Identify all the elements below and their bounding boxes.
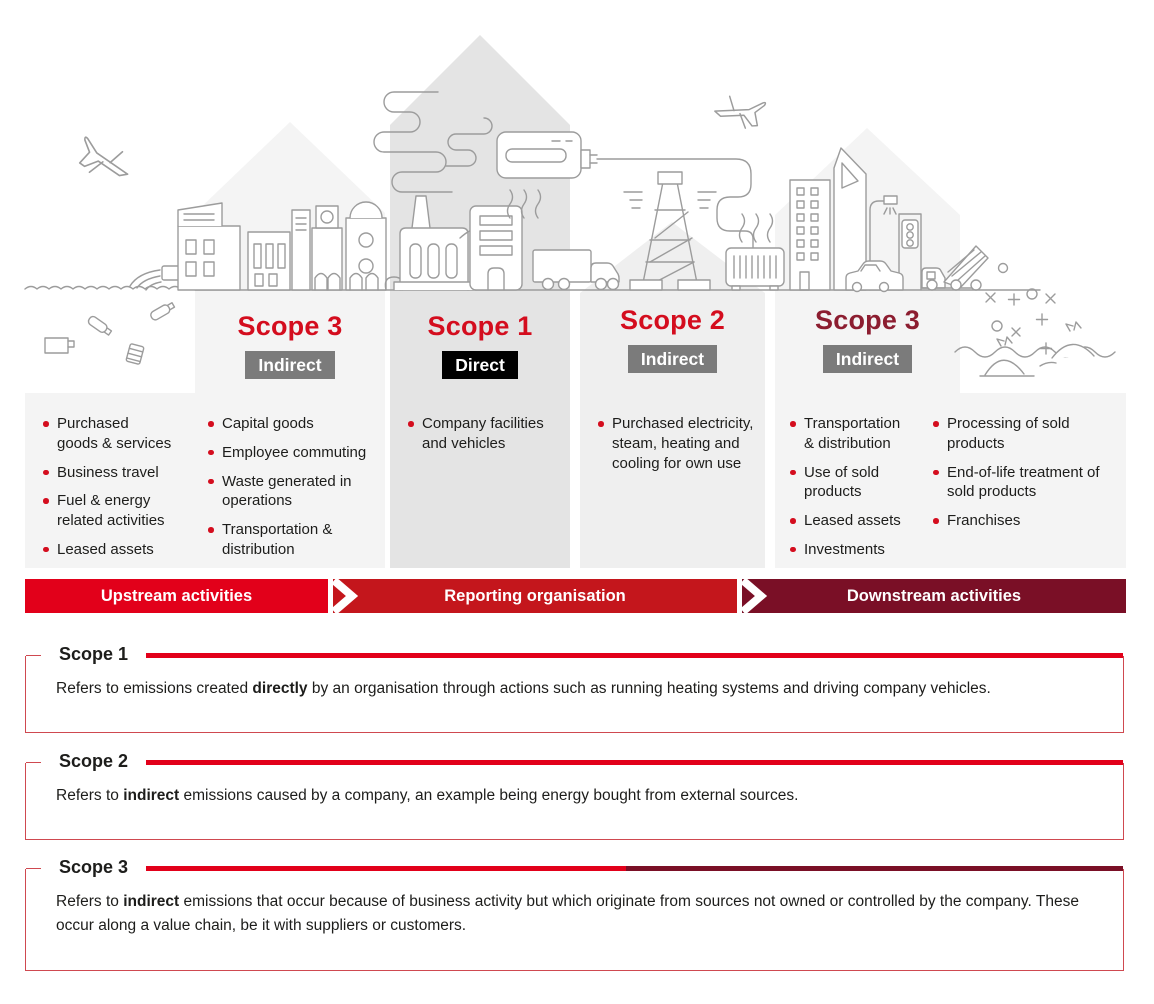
transformer-icon [725, 213, 785, 291]
sparkle-marks-icon [985, 262, 1056, 355]
street-lamp-icon [869, 195, 898, 291]
power-pylon-icon [623, 171, 717, 291]
list-item: Transportation & distribution [208, 520, 372, 560]
factory-icon [393, 195, 523, 291]
list-item: Capital goods [208, 414, 372, 434]
indirect-badge: Indirect [627, 344, 718, 373]
indirect-badge: Indirect [245, 350, 335, 379]
border-tick [26, 761, 41, 763]
info-box-text: Refers to indirect emissions that occur … [56, 893, 1079, 935]
trash-icon [44, 302, 176, 365]
skyscraper-icon [789, 147, 867, 291]
info-box-text: Refers to emissions created directly by … [56, 680, 991, 697]
traffic-light-icon [898, 213, 922, 291]
scope3-info-box: Scope 3 Refers to indirect emissions tha… [25, 857, 1124, 971]
scope-title: Scope 3 [815, 305, 920, 335]
upstream-banner-label: Upstream activities [100, 587, 253, 605]
info-box-title: Scope 3 [54, 857, 140, 878]
chevron-right-icon [740, 577, 768, 615]
list-item: Waste generated in operations [208, 472, 372, 512]
heat-waves-icon [506, 189, 542, 219]
list-item: Business travel [43, 463, 173, 483]
smoke-icon [373, 91, 493, 193]
illustration-canvas [24, 35, 1126, 615]
downstream-banner-label: Downstream activities [846, 587, 1022, 605]
scope2-list: Purchased electricity, steam, heating an… [598, 414, 763, 482]
list-item: Transportation & distribution [790, 414, 904, 454]
list-item: Leased assets [790, 511, 904, 531]
scope-title: Scope 3 [237, 311, 343, 341]
red-rule [146, 759, 1123, 765]
list-item: Purchased electricity, steam, heating an… [598, 414, 763, 473]
list-item: Employee commuting [208, 443, 372, 463]
scope3-upstream-header: Scope 3 Indirect [195, 311, 385, 379]
air-conditioner-plug-icon [496, 131, 754, 249]
scope1-header: Scope 1 Direct [390, 311, 570, 379]
downstream-banner-segment [742, 579, 1126, 613]
list-item: End-of-life treatment of sold products [933, 463, 1113, 503]
reporting-banner-segment [333, 579, 737, 613]
info-box-title: Scope 2 [54, 751, 140, 772]
list-item: Purchased goods & services [43, 414, 173, 454]
chevron-right-icon [331, 577, 359, 615]
scope-title: Scope 2 [620, 305, 725, 335]
red-rule [146, 652, 1123, 658]
city-buildings-icon [177, 201, 404, 291]
scope2-house-background [580, 222, 765, 568]
beach-litter-icon [954, 321, 1116, 377]
water-waves-icon [24, 285, 194, 290]
flow-banner [25, 577, 1126, 615]
info-box-title: Scope 1 [54, 644, 140, 665]
direct-badge: Direct [442, 350, 518, 379]
scope1-info-box: Scope 1 Refers to emissions created dire… [25, 644, 1124, 733]
airplane-icon [78, 136, 129, 177]
info-box-text: Refers to indirect emissions caused by a… [56, 787, 799, 804]
delivery-truck-icon [532, 249, 620, 291]
list-item: Use of sold products [790, 463, 904, 503]
scope-title: Scope 1 [427, 311, 533, 341]
list-item: Investments [790, 540, 904, 560]
car-icon [845, 260, 904, 293]
indirect-badge: Indirect [822, 344, 913, 373]
red-maroon-rule [146, 865, 1123, 871]
dump-truck-icon [921, 245, 989, 291]
scope2-info-box: Scope 2 Refers to indirect emissions cau… [25, 751, 1124, 840]
list-item: Fuel & energy related activities [43, 491, 173, 531]
border-tick [26, 867, 41, 869]
reporting-banner-label: Reporting organisation [444, 587, 626, 605]
list-item: Processing of sold products [933, 414, 1113, 454]
list-item: Leased assets [43, 540, 173, 560]
list-item: Company facilities and vehicles [408, 414, 546, 454]
airplane-icon [714, 95, 767, 129]
scope1-list: Company facilities and vehicles [408, 414, 546, 463]
border-tick [26, 654, 41, 656]
scope3-downstream-header: Scope 3 Indirect [775, 305, 960, 373]
upstream-banner-segment [25, 579, 328, 613]
scope2-header: Scope 2 Indirect [580, 305, 765, 373]
list-item: Franchises [933, 511, 1113, 531]
